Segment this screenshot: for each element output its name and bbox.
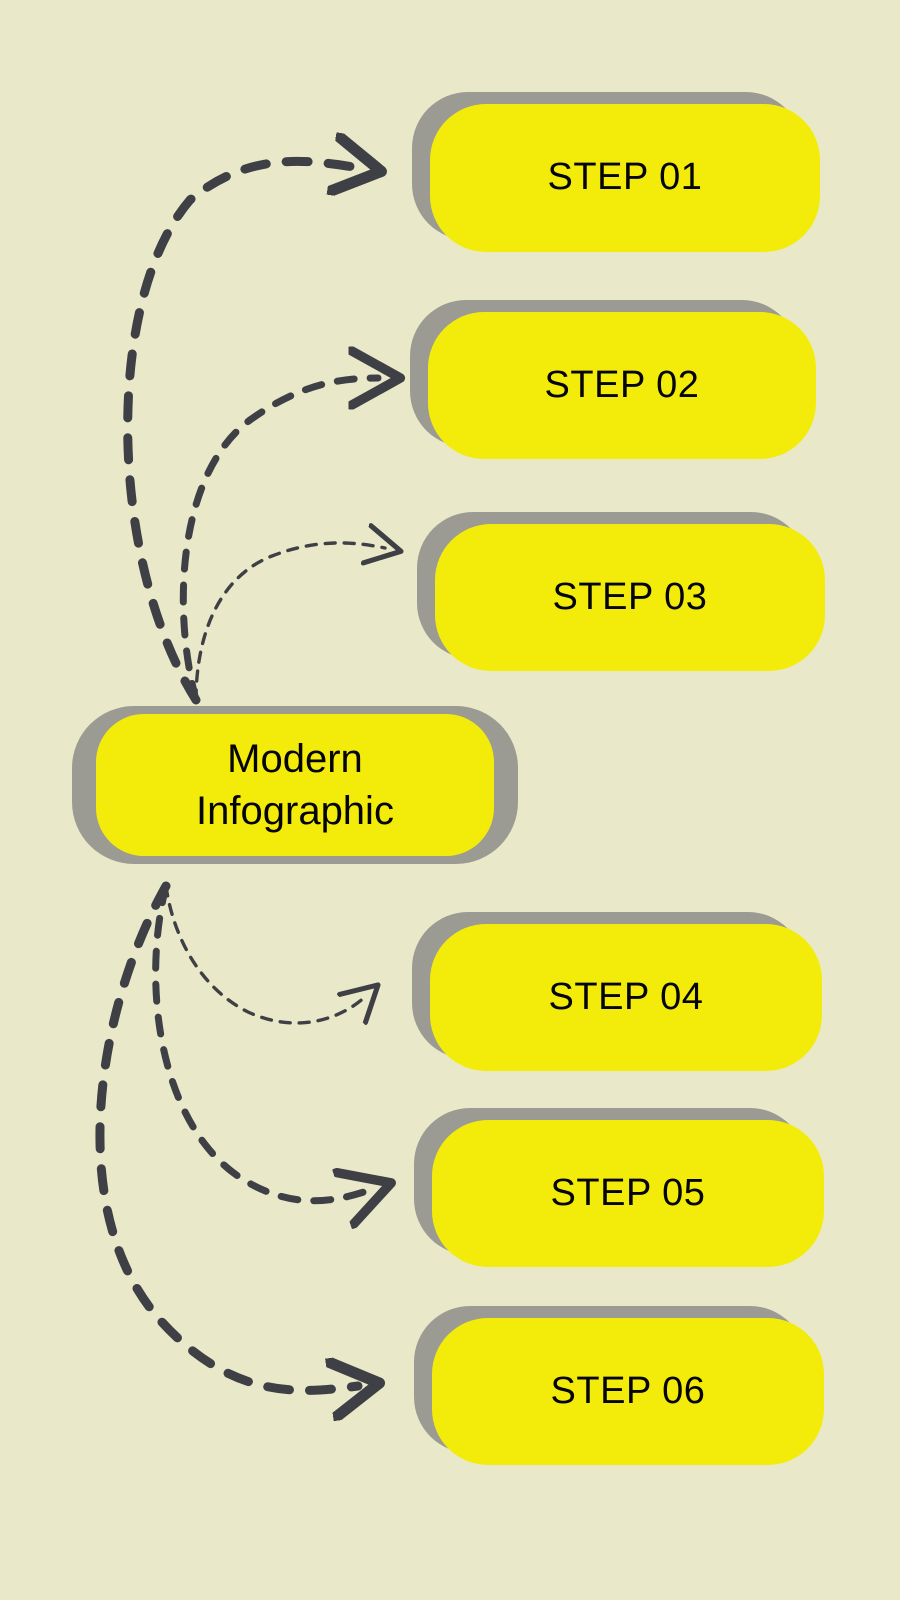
connector-to-step-04 xyxy=(164,884,366,1023)
step-card-label: STEP 02 xyxy=(544,363,700,406)
connector-to-step-03 xyxy=(194,543,385,702)
step-card-label: STEP 03 xyxy=(552,575,708,618)
step-card-face: STEP 06 xyxy=(432,1318,824,1465)
connector-to-step-06 xyxy=(95,881,358,1390)
step-card-face: STEP 04 xyxy=(430,924,822,1071)
step-card-label: STEP 06 xyxy=(550,1369,706,1412)
step-card-2[interactable]: STEP 02 xyxy=(410,300,816,459)
step-card-face: STEP 03 xyxy=(435,524,825,671)
step-card-face: STEP 02 xyxy=(428,312,816,459)
step-card-3[interactable]: STEP 03 xyxy=(417,512,825,671)
hub-card[interactable]: Modern Infographic xyxy=(72,706,518,864)
step-card-label: STEP 05 xyxy=(550,1171,706,1214)
hub-card-label: Modern Infographic xyxy=(196,733,394,837)
connector-to-step-02 xyxy=(179,378,378,704)
hub-label-line-1: Modern xyxy=(227,737,363,781)
step-card-1[interactable]: STEP 01 xyxy=(412,92,820,252)
step-card-label: STEP 04 xyxy=(548,975,704,1018)
step-card-4[interactable]: STEP 04 xyxy=(412,912,822,1071)
step-card-face: STEP 01 xyxy=(430,104,820,252)
hub-label-line-2: Infographic xyxy=(196,789,394,833)
step-card-6[interactable]: STEP 06 xyxy=(414,1306,824,1465)
step-card-face: STEP 05 xyxy=(432,1120,824,1267)
connector-to-step-05 xyxy=(152,882,370,1201)
step-card-label: STEP 01 xyxy=(547,156,703,199)
step-card-5[interactable]: STEP 05 xyxy=(414,1108,824,1267)
connector-to-step-01 xyxy=(123,161,360,705)
hub-card-face: Modern Infographic xyxy=(96,714,494,856)
